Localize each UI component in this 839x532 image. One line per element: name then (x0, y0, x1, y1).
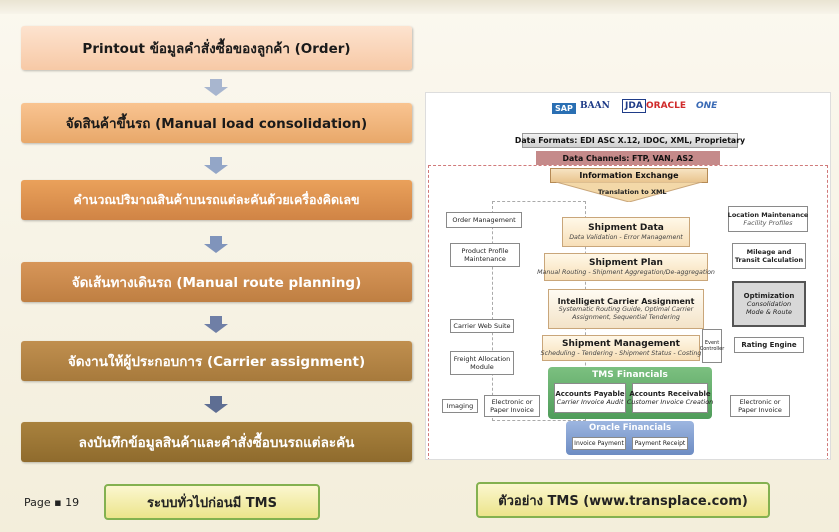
electronic-invoice-right-box: Electronic or Paper Invoice (730, 395, 790, 417)
caption-before-tms: ระบบทั่วไปก่อนมี TMS (104, 484, 320, 520)
ica-title: Intelligent Carrier Assignment (557, 296, 695, 306)
shipment-plan-box: Shipment Plan Manual Routing - Shipment … (537, 253, 715, 281)
one-logo: ONE (696, 101, 718, 111)
step-printout-order: Printout ข้อมูลคำสั่งซื้อของลูกค้า (Orde… (21, 26, 412, 70)
down-arrow-icon (204, 79, 228, 96)
tms-diagram: SAP BAAN JDA ORACLE ONE Data Formats: ED… (425, 92, 831, 460)
jda-logo: JDA (622, 99, 646, 113)
ica-sub: Systematic Routing Guide, Optimal Carrie… (558, 306, 694, 321)
step-calculate-quantity: คำนวณปริมาณสินค้าบนรถแต่ละคันด้วยเครื่อง… (21, 180, 412, 220)
oracle-financials-panel: Oracle Financials Invoice Payment Paymen… (566, 421, 694, 455)
shipment-data-title: Shipment Data (588, 222, 664, 233)
step-record-data-label: ลงบันทึกข้อมูลสินค้าและคำสั่งซื้อบนรถแต่… (78, 435, 355, 451)
carrier-web-suite-box: Carrier Web Suite (450, 319, 514, 333)
accounts-receivable-label: Accounts Receivable (629, 389, 711, 398)
down-arrow-icon (204, 316, 228, 333)
shipment-data-sub: Data Validation - Error Management (569, 233, 683, 241)
shipment-management-sub: Scheduling - Tendering - Shipment Status… (540, 349, 702, 357)
shipment-plan-sub: Manual Routing - Shipment Aggregation/De… (537, 268, 715, 276)
accounts-receivable-sub: Customer Invoice Creation (626, 398, 714, 407)
shipment-plan-title: Shipment Plan (589, 257, 663, 268)
caption-tms-example: ตัวอย่าง TMS (www.transplace.com) (476, 482, 770, 518)
down-arrow-icon (204, 396, 228, 413)
invoice-payment-box: Invoice Payment (572, 437, 626, 450)
intelligent-carrier-assignment-box: Intelligent Carrier Assignment Systemati… (548, 289, 704, 329)
accounts-payable-label: Accounts Payable (555, 389, 625, 398)
step-carrier-assignment: จัดงานให้ผู้ประกอบการ (Carrier assignmen… (21, 341, 412, 381)
optimization-sub-label: Consolidation Mode & Route (745, 300, 793, 317)
system-boundary (428, 165, 828, 459)
step-printout-order-label: Printout ข้อมูลคำสั่งซื้อของลูกค้า (Orde… (82, 41, 351, 57)
order-management-box: Order Management (446, 212, 522, 228)
shipment-management-box: Shipment Management Scheduling - Tenderi… (540, 335, 702, 361)
location-maintenance-label: Location Maintenance (727, 210, 809, 219)
baan-logo: BAAN (580, 101, 610, 111)
translation-label: Translation to XML (598, 188, 667, 196)
optimization-box: Optimization Consolidation Mode & Route (732, 281, 806, 327)
oracle-financials-title: Oracle Financials (588, 423, 672, 433)
oracle-logo: ORACLE (646, 101, 687, 111)
step-manual-load: จัดสินค้าขึ้นรถ (Manual load consolidati… (21, 103, 412, 143)
optimization-label: Optimization (743, 291, 795, 300)
location-maintenance-box: Location Maintenance Facility Profiles (728, 206, 808, 232)
step-carrier-assignment-label: จัดงานให้ผู้ประกอบการ (Carrier assignmen… (67, 354, 366, 370)
page-number: Page ▪ 19 (24, 496, 80, 509)
down-arrow-icon (204, 236, 228, 253)
imaging-box: Imaging (442, 399, 478, 413)
accounts-receivable-box: Accounts Receivable Customer Invoice Cre… (627, 383, 713, 413)
shipment-data-box: Shipment Data Data Validation - Error Ma… (562, 217, 690, 247)
step-route-planning-label: จัดเส้นทางเดินรถ (Manual route planning) (71, 275, 362, 291)
electronic-invoice-left-box: Electronic or Paper Invoice (484, 395, 540, 417)
payment-receipt-box: Payment Receipt (632, 437, 688, 450)
down-arrow-icon (204, 157, 228, 174)
shipment-management-title: Shipment Management (562, 338, 680, 349)
data-formats-bar: Data Formats: EDI ASC X.12, IDOC, XML, P… (515, 133, 745, 148)
step-calculate-quantity-label: คำนวณปริมาณสินค้าบนรถแต่ละคันด้วยเครื่อง… (73, 192, 360, 207)
funnel-icon (556, 182, 702, 202)
accounts-payable-box: Accounts Payable Carrier Invoice Audit (554, 383, 626, 413)
data-channels-bar: Data Channels: FTP, VAN, AS2 (536, 151, 720, 165)
step-route-planning: จัดเส้นทางเดินรถ (Manual route planning) (21, 262, 412, 302)
step-record-data: ลงบันทึกข้อมูลสินค้าและคำสั่งซื้อบนรถแต่… (21, 422, 412, 462)
facility-profiles-label: Facility Profiles (743, 219, 793, 227)
product-profile-box: Product Profile Maintenance (450, 243, 520, 267)
accounts-payable-sub: Carrier Invoice Audit (556, 398, 624, 407)
event-controller-box: Event Controller (700, 329, 724, 363)
sap-logo: SAP (552, 103, 576, 114)
top-band (0, 0, 839, 14)
freight-allocation-box: Freight Allocation Module (450, 351, 514, 375)
rating-engine-box: Rating Engine (734, 337, 804, 353)
mileage-transit-box: Mileage and Transit Calculation (732, 243, 806, 269)
step-manual-load-label: จัดสินค้าขึ้นรถ (Manual load consolidati… (65, 116, 368, 132)
tms-financials-panel: TMS Financials Accounts Payable Carrier … (548, 367, 713, 419)
tms-financials-title: TMS Financials (592, 370, 668, 380)
